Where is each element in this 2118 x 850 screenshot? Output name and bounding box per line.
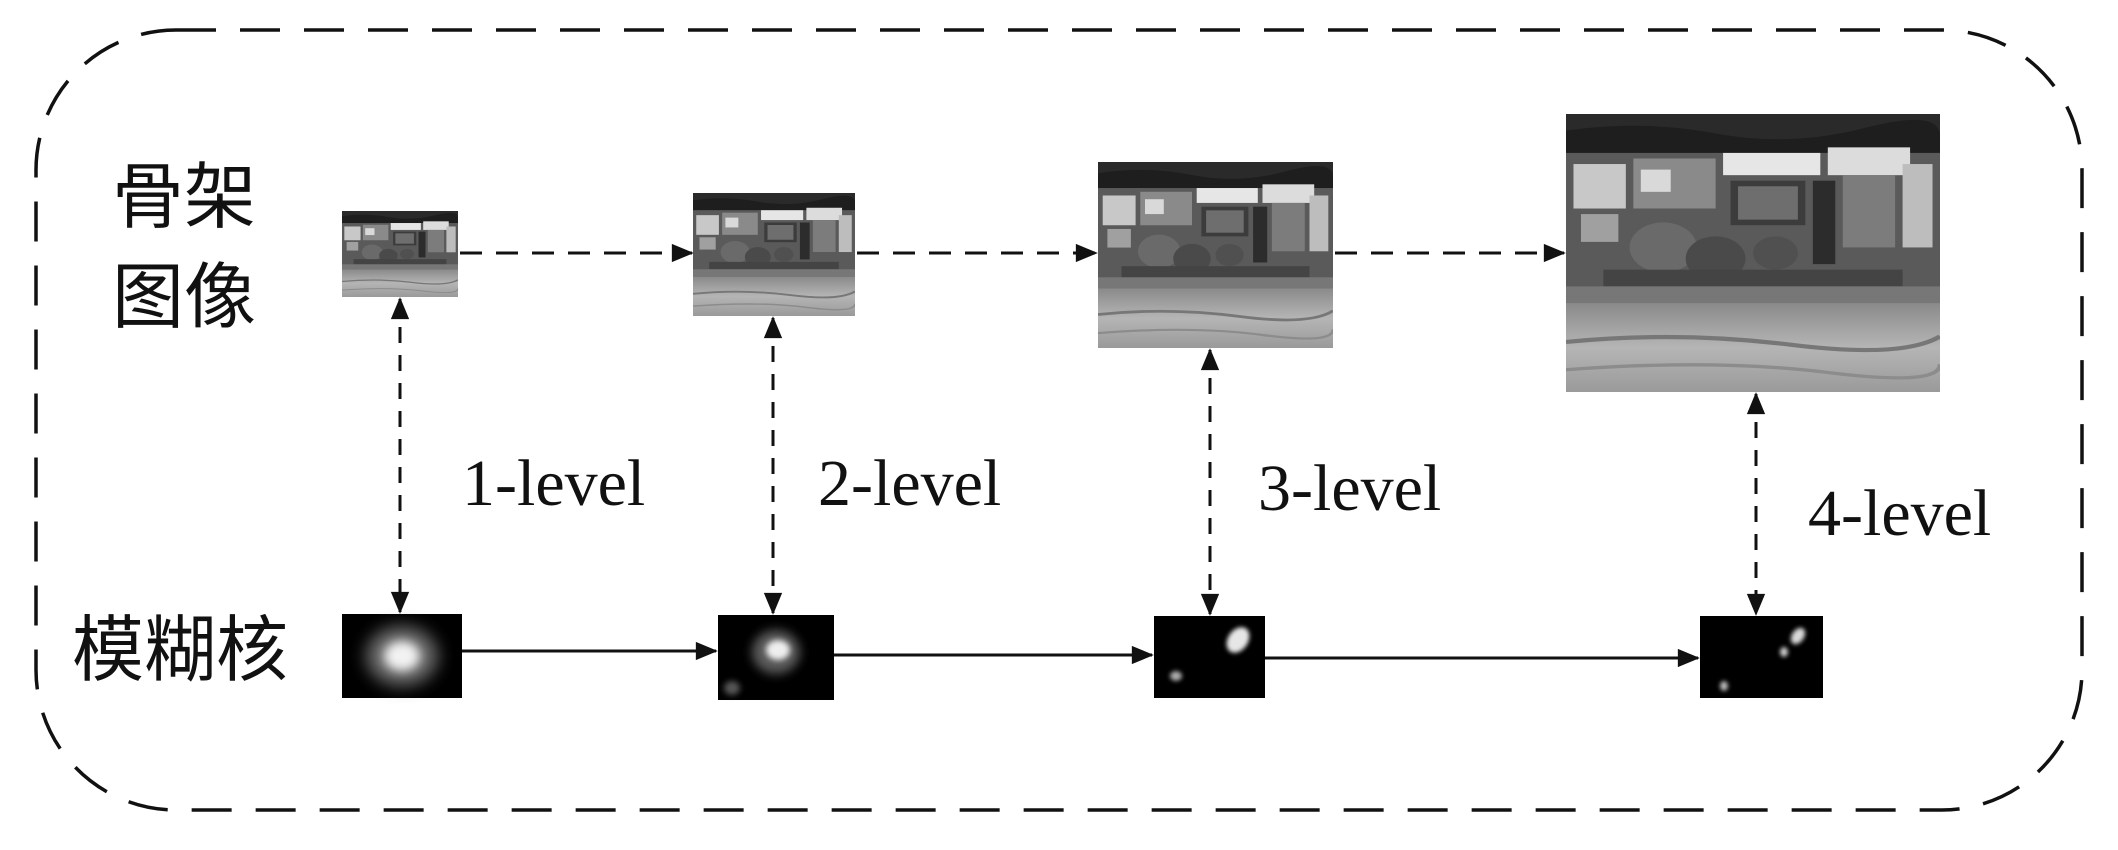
- level-label-2: 2-level: [818, 447, 1001, 520]
- skeleton-image-level-1: [342, 211, 458, 297]
- row-label-skeleton-line2: 图像: [112, 255, 256, 339]
- kernel-image-level-4: [1700, 616, 1823, 698]
- skeleton-image-level-4: [1566, 114, 1940, 392]
- dashed-border: [34, 28, 2084, 812]
- skeleton-image-level-3: [1098, 162, 1333, 348]
- skeleton-image-level-2: [693, 193, 855, 316]
- kernel-image-level-1: [342, 614, 462, 698]
- kernel-image-level-2: [718, 615, 834, 700]
- level-label-4: 4-level: [1808, 477, 1991, 550]
- kernel-image-level-3: [1154, 616, 1265, 698]
- row-label-skeleton-line1: 骨架: [112, 155, 256, 239]
- level-label-3: 3-level: [1258, 452, 1441, 525]
- level-label-1: 1-level: [462, 447, 645, 520]
- row-label-kernel: 模糊核: [72, 608, 288, 692]
